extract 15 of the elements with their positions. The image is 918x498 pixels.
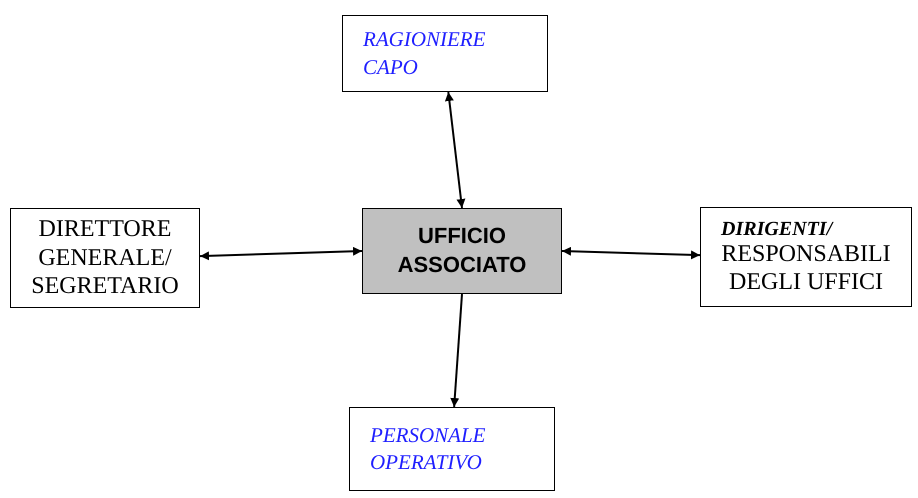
arrow <box>562 246 700 260</box>
role-box <box>342 15 548 92</box>
node-label: PERSONALE OPERATIVO <box>370 422 486 476</box>
role-box <box>349 407 555 491</box>
node-label: UFFICIO ASSOCIATO <box>396 222 528 279</box>
node-label: RESPONSABILI DEGLI UFFICI <box>720 240 892 296</box>
arrow <box>444 92 466 208</box>
role-box <box>700 207 912 307</box>
node-label: DIRIGENTI/ <box>721 218 832 241</box>
node-label: DIRETTORE GENERALE/ SEGRETARIO <box>30 214 180 302</box>
node-label: RAGIONIERE CAPO <box>363 26 486 80</box>
role-box <box>10 208 200 308</box>
central-office-box <box>362 208 562 294</box>
arrow <box>200 246 362 260</box>
arrow <box>450 294 463 408</box>
